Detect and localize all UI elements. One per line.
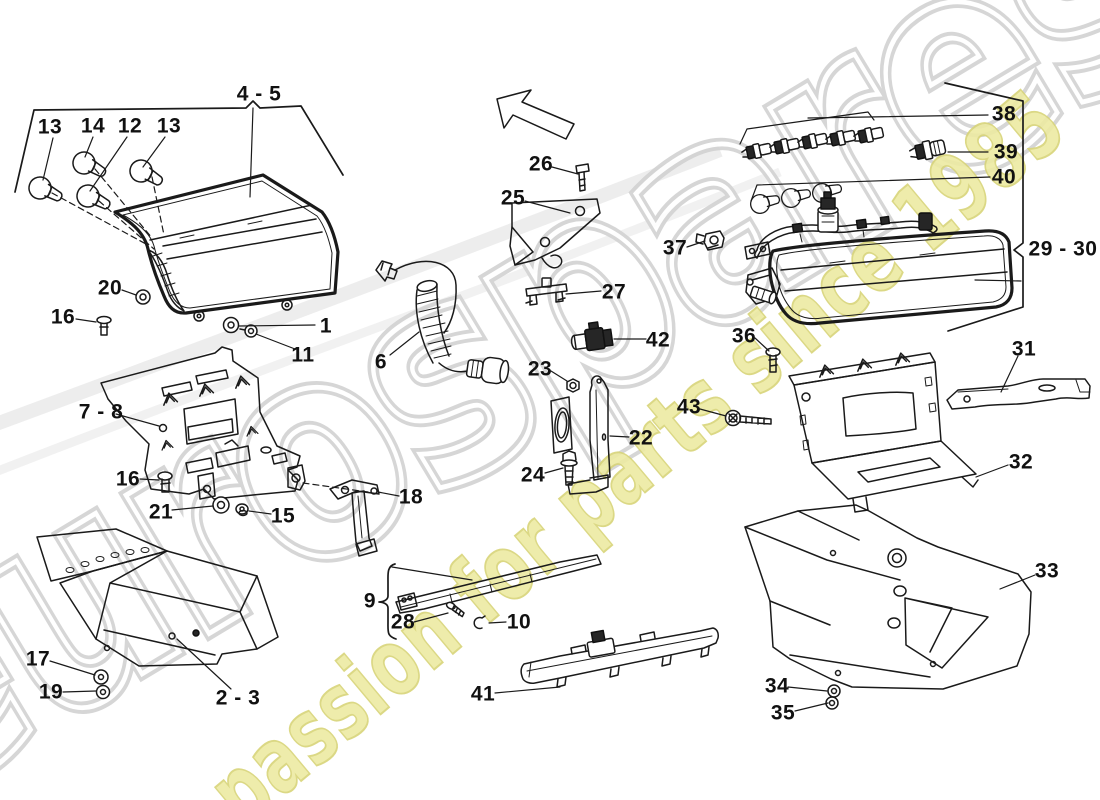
callout-32: 32 bbox=[1008, 450, 1034, 474]
callout-39: 39 bbox=[993, 140, 1019, 164]
part-clip-27 bbox=[525, 277, 568, 306]
screw-36 bbox=[765, 347, 781, 373]
callout-11: 11 bbox=[291, 343, 315, 367]
callout-1: 1 bbox=[319, 314, 333, 338]
leader-4-5 bbox=[249, 107, 254, 198]
callout-18: 18 bbox=[398, 485, 424, 509]
brace-9 bbox=[378, 563, 397, 640]
part-bulb-socket-39 bbox=[909, 139, 947, 161]
washer-17 bbox=[93, 669, 109, 685]
callout-9: 9 bbox=[363, 589, 377, 613]
screw-11 bbox=[239, 324, 258, 338]
callout-25: 25 bbox=[500, 186, 526, 210]
callout-13b: 13 bbox=[156, 114, 182, 138]
washer-21 bbox=[212, 496, 230, 514]
callout-22: 22 bbox=[628, 426, 654, 450]
part-harness-cable-6 bbox=[375, 260, 510, 385]
washer-35 bbox=[825, 696, 839, 710]
part-bracket-25 bbox=[509, 198, 601, 269]
callout-40: 40 bbox=[991, 165, 1017, 189]
bolt-24 bbox=[560, 450, 578, 486]
washer-19 bbox=[95, 684, 111, 700]
callout-17: 17 bbox=[25, 647, 51, 671]
callout-26: 26 bbox=[528, 152, 554, 176]
washer-1 bbox=[222, 316, 240, 334]
callout-35: 35 bbox=[770, 701, 796, 725]
frame-left-4-5 bbox=[14, 100, 344, 193]
callout-31: 31 bbox=[1011, 337, 1037, 361]
part-sensor-42 bbox=[570, 321, 614, 352]
callout-42: 42 bbox=[645, 328, 671, 352]
callout-16a: 16 bbox=[50, 305, 76, 329]
screw-16b bbox=[157, 471, 173, 493]
washer-20 bbox=[135, 289, 151, 305]
nut-23 bbox=[566, 378, 580, 393]
callout-21: 21 bbox=[148, 500, 174, 524]
leader-lines bbox=[42, 114, 1036, 712]
part-brake-light-41 bbox=[520, 627, 719, 688]
part-bulb-sockets-38 bbox=[739, 111, 885, 162]
callout-38: 38 bbox=[991, 102, 1017, 126]
part-bracket-31 bbox=[946, 378, 1091, 410]
callout-14: 14 bbox=[80, 114, 106, 138]
callout-20: 20 bbox=[97, 276, 123, 300]
callout-41: 41 bbox=[470, 682, 496, 706]
bolt-43 bbox=[724, 409, 772, 427]
bolt-26 bbox=[575, 163, 590, 192]
clip-10 bbox=[473, 615, 486, 630]
watermark-swoosh bbox=[0, 143, 782, 476]
callout-43: 43 bbox=[676, 395, 702, 419]
callout-12: 12 bbox=[117, 114, 143, 138]
washer-34 bbox=[827, 684, 841, 698]
callout-24: 24 bbox=[520, 463, 546, 487]
part-bracket-22 bbox=[550, 375, 611, 495]
callout-19: 19 bbox=[38, 680, 64, 704]
part-bracket-18 bbox=[329, 479, 380, 557]
screw-16a bbox=[96, 315, 112, 336]
callout-36: 36 bbox=[731, 324, 757, 348]
callout-37: 37 bbox=[662, 236, 688, 260]
direction-arrow-icon bbox=[496, 89, 575, 140]
part-tail-light-right bbox=[744, 191, 1014, 326]
callout-6: 6 bbox=[374, 350, 388, 374]
part-strip-9 bbox=[395, 554, 602, 614]
callout-33: 33 bbox=[1034, 559, 1060, 583]
callout-15: 15 bbox=[270, 504, 296, 528]
cable-plug bbox=[465, 356, 510, 385]
part-tail-light-left bbox=[25, 148, 340, 338]
screw-28 bbox=[445, 601, 465, 618]
callout-10: 10 bbox=[506, 610, 532, 634]
callout-2-3: 2 - 3 bbox=[215, 686, 261, 710]
callout-16b: 16 bbox=[115, 467, 141, 491]
part-cover-33 bbox=[744, 504, 1032, 690]
callout-28: 28 bbox=[390, 610, 416, 634]
callout-7-8: 7 - 8 bbox=[78, 400, 124, 424]
stud-15 bbox=[235, 503, 249, 517]
callout-23: 23 bbox=[527, 357, 553, 381]
part-tray-2-3 bbox=[36, 528, 279, 667]
callout-4-5: 4 - 5 bbox=[236, 82, 282, 106]
part-clip-37 bbox=[695, 230, 725, 251]
callout-29-30: 29 - 30 bbox=[1028, 237, 1098, 261]
callout-27: 27 bbox=[601, 280, 627, 304]
callout-13a: 13 bbox=[37, 115, 63, 139]
callout-34: 34 bbox=[764, 674, 790, 698]
frame-right-29-30 bbox=[944, 82, 1024, 332]
